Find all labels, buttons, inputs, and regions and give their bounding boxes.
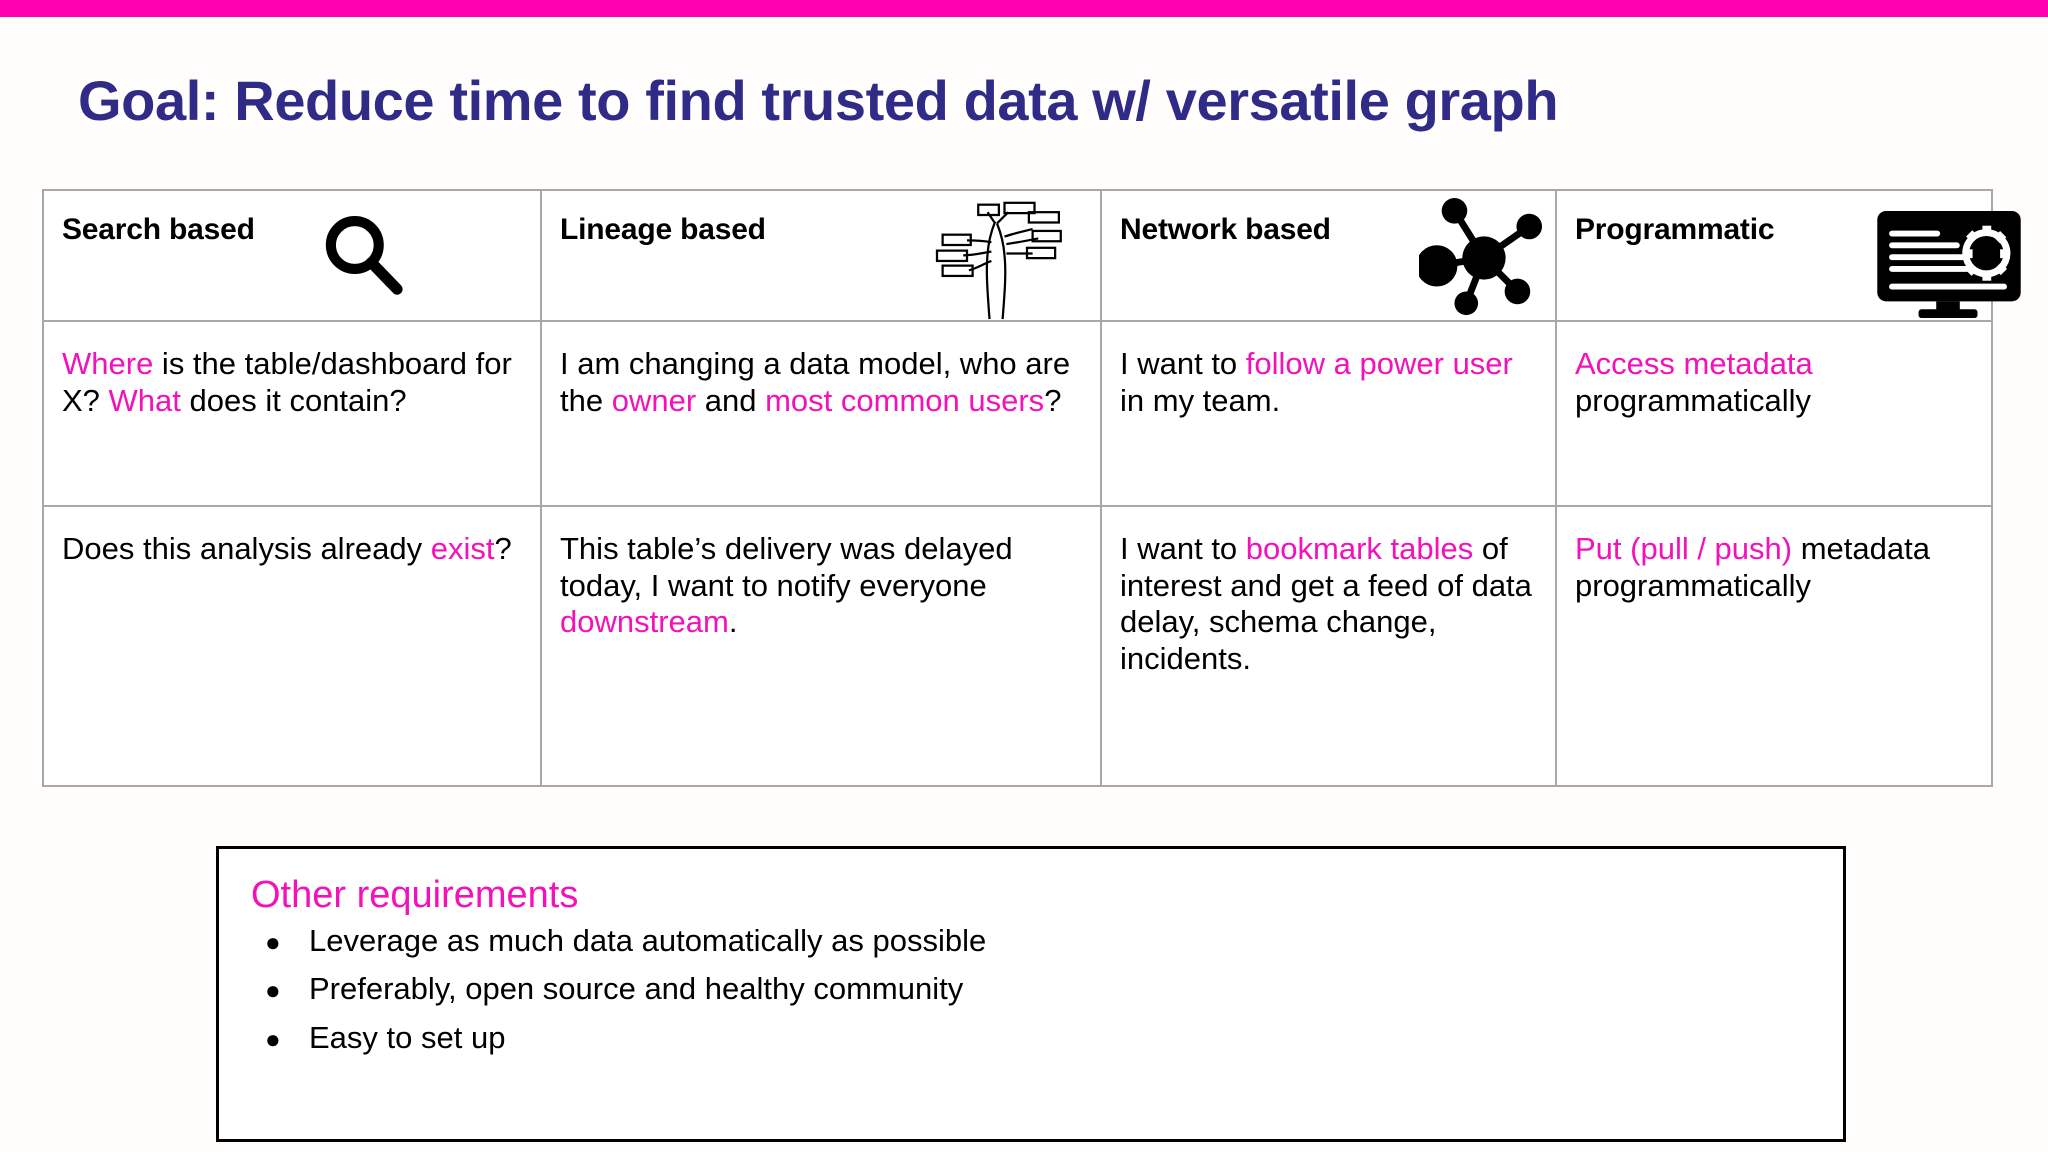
list-item-label: Preferably, open source and healthy comm… — [309, 971, 964, 1007]
plain-phrase: I want to — [1120, 346, 1246, 381]
other-requirements-box: Other requirements ● Leverage as much da… — [216, 846, 1846, 1142]
cell-search-row-2: Does this analysis already exist? — [42, 505, 542, 787]
plain-phrase: I am changing a data model, who are the — [560, 346, 1071, 418]
bullet-icon: ● — [265, 926, 281, 957]
header-cell-programmatic: Programmatic — [1555, 189, 2021, 322]
plain-phrase: . — [728, 604, 738, 640]
cell-programmatic-row-1: Access metadata programmatically — [1555, 320, 1993, 507]
highlighted-phrase: most common users — [765, 382, 1045, 418]
magnifying-glass-icon — [325, 216, 403, 295]
table-row: Where is the table/dashboard for X? What… — [42, 320, 1993, 507]
other-requirements-list: ● Leverage as much data automatically as… — [251, 923, 1811, 1057]
highlighted-phrase: What — [108, 382, 181, 418]
header-label-network-based: Network based — [1120, 213, 1331, 246]
top-accent-bar — [0, 0, 2048, 17]
list-item: ● Easy to set up — [251, 1020, 1811, 1057]
page-title: Goal: Reduce time to find trusted data w… — [78, 69, 1559, 132]
cell-programmatic-row-2: Put (pull / push) metadata programmatica… — [1555, 505, 1993, 787]
list-item: ● Preferably, open source and healthy co… — [251, 971, 1811, 1008]
table-header-row: Search based Lineage based — [42, 189, 2021, 322]
lineage-tree-icon — [935, 201, 1062, 320]
highlighted-phrase: follow a power user — [1245, 346, 1513, 381]
header-label-search-based: Search based — [62, 213, 255, 246]
bullet-icon: ● — [265, 1023, 281, 1054]
other-requirements-title: Other requirements — [251, 874, 579, 916]
highlighted-phrase: Where — [62, 346, 154, 381]
cell-network-row-2: I want to bookmark tables of interest an… — [1100, 505, 1557, 787]
highlighted-phrase: Access metadata — [1575, 346, 1813, 381]
plain-phrase: I want to — [1120, 531, 1246, 566]
plain-phrase: ? — [1044, 382, 1062, 418]
plain-phrase: programmatically — [1575, 382, 1812, 418]
plain-phrase: Does this analysis already — [62, 531, 431, 566]
plain-phrase: ? — [494, 531, 512, 566]
highlighted-phrase: Put (pull / push) — [1575, 531, 1793, 566]
plain-phrase: and — [696, 382, 766, 418]
highlighted-phrase: bookmark tables — [1245, 531, 1474, 566]
highlighted-phrase: exist — [430, 531, 495, 566]
plain-phrase: metadata programmatically — [1575, 531, 1930, 603]
plain-phrase: is the table/dashboard for X? — [62, 346, 512, 418]
list-item-label: Leverage as much data automatically as p… — [309, 922, 987, 958]
plain-phrase: does it contain? — [180, 382, 407, 418]
highlighted-phrase: downstream — [560, 604, 729, 640]
network-graph-icon — [1419, 197, 1543, 316]
cell-search-row-1: Where is the table/dashboard for X? What… — [42, 320, 542, 507]
plain-phrase: in my team. — [1120, 382, 1281, 418]
requirements-matrix-table: Search based Lineage based — [42, 189, 2021, 787]
list-item: ● Leverage as much data automatically as… — [251, 923, 1811, 960]
header-cell-lineage-based: Lineage based — [540, 189, 1102, 322]
highlighted-phrase: owner — [611, 382, 697, 418]
table-row: Does this analysis already exist? This t… — [42, 505, 1993, 787]
cell-network-row-1: I want to follow a power user in my team… — [1100, 320, 1557, 507]
bullet-icon: ● — [265, 975, 281, 1006]
header-cell-network-based: Network based — [1100, 189, 1557, 322]
plain-phrase: of interest and get a feed of data delay… — [1120, 531, 1532, 676]
header-label-lineage-based: Lineage based — [560, 213, 766, 246]
list-item-label: Easy to set up — [309, 1019, 506, 1055]
monitor-gear-icon — [1877, 210, 2021, 319]
cell-lineage-row-2: This table’s delivery was delayed today,… — [540, 505, 1102, 787]
plain-phrase: This table’s delivery was delayed today,… — [560, 531, 1013, 603]
cell-lineage-row-1: I am changing a data model, who are the … — [540, 320, 1102, 507]
header-label-programmatic: Programmatic — [1575, 213, 1775, 246]
header-cell-search-based: Search based — [42, 189, 542, 322]
